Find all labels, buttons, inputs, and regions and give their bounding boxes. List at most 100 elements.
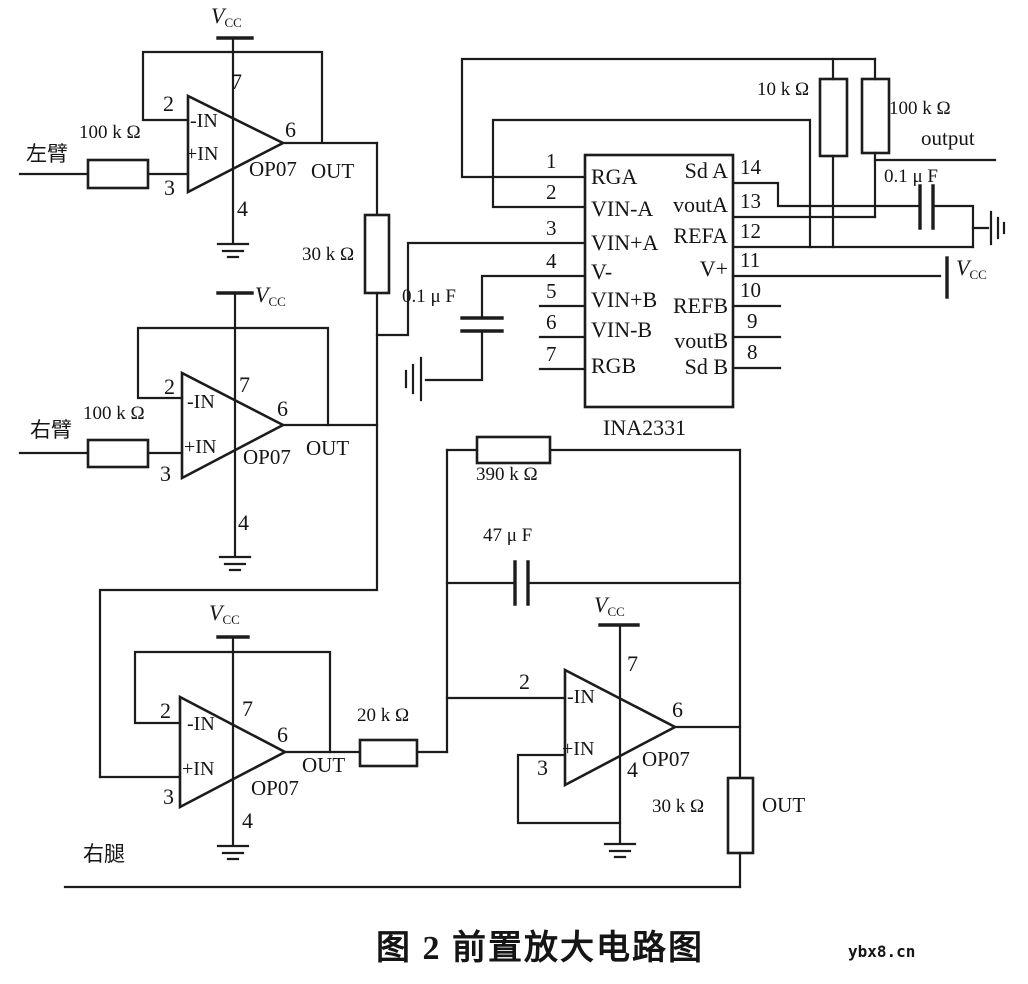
ina-pin-label: V+: [699, 256, 728, 281]
amp1-pin2: 2: [163, 91, 174, 116]
amp2-noninverting-label: +IN: [184, 436, 217, 458]
amp2-part-label: OP07: [243, 445, 291, 469]
opamp2-circuit: [18, 291, 379, 572]
vcc-v: V: [594, 592, 608, 617]
amp1-pin3: 3: [164, 175, 175, 200]
amp2-pin4: 4: [238, 510, 249, 535]
pin8-9-10-stubs: [731, 304, 782, 370]
ina-pin-label: RGA: [591, 164, 638, 189]
ina-pin-number: 7: [546, 342, 557, 366]
pin1-wire: [460, 57, 877, 179]
amp1-pin4: 4: [237, 196, 248, 221]
ina-pin-number: 10: [740, 278, 761, 302]
amp1-inverting-label: -IN: [190, 110, 218, 132]
ina-pin-number: 5: [546, 279, 557, 303]
ina2331-chip: [404, 57, 1006, 409]
amp1-noninverting-label: +IN: [186, 143, 219, 165]
feedback-network: [445, 435, 742, 606]
resistor: [86, 438, 150, 469]
ina-pin-label: VIN-B: [591, 317, 653, 342]
interstage-wiring: [98, 141, 587, 779]
vcc-sub: CC: [224, 15, 242, 30]
ina-pin-number: 1: [546, 149, 557, 173]
capacitor-icon: [460, 316, 504, 333]
vminus-capacitor-label: 0.1 μ F: [402, 286, 457, 307]
ina-pin-number: 14: [740, 155, 761, 179]
amp3-pin3: 3: [163, 784, 174, 809]
amp3-noninverting-label: +IN: [182, 758, 215, 780]
ina-pin-label: VIN+A: [591, 230, 659, 255]
ina-r10k-label: 10 k Ω: [757, 79, 810, 100]
amp3-series-resistor-label: 20 k Ω: [357, 705, 410, 726]
opamp3-circuit: [63, 635, 742, 889]
ina-pin-number: 13: [740, 189, 761, 213]
opamp-triangle: [178, 694, 288, 810]
ground-icon: [603, 842, 637, 859]
vcc-sub: CC: [222, 612, 240, 627]
opamp-triangle: [563, 667, 678, 788]
resistor: [363, 213, 391, 295]
ina-r100k-label: 100 k Ω: [889, 98, 951, 119]
amp4-pin2: 2: [519, 669, 530, 694]
ina-pin-label: REFA: [673, 223, 728, 248]
pin5-6-7-stubs: [538, 304, 587, 371]
vcc-label: VCC: [594, 592, 625, 619]
vcc-v: V: [209, 600, 223, 625]
capacitor-icon: [513, 560, 530, 606]
ina-pin-number: 8: [747, 340, 758, 364]
amp4-out-label: OUT: [762, 793, 806, 817]
amp2-pin6: 6: [277, 396, 288, 421]
ina-pin-label: voutB: [674, 328, 728, 353]
feedback-wire: [141, 50, 324, 144]
vcc-sub: CC: [607, 604, 625, 619]
ground-icon: [216, 242, 250, 259]
chip-body: [583, 153, 735, 409]
resistor: [818, 77, 849, 158]
ina-pin-label: VIN-A: [591, 196, 654, 221]
vcc-label: VCC: [209, 600, 240, 627]
noninverting-loop-wire: [516, 753, 622, 825]
amp1-input-label: 左臂: [26, 142, 68, 166]
feedback-resistor-label: 390 k Ω: [476, 464, 538, 485]
vin-a-plus-wire: [375, 241, 587, 337]
ina-pin-number: 9: [747, 309, 758, 333]
opamp-triangle: [180, 370, 286, 481]
amp3-out-label: OUT: [302, 753, 346, 777]
resistor: [726, 776, 755, 855]
amp4-pin6: 6: [672, 697, 683, 722]
ina-part-label: INA2331: [603, 415, 687, 440]
ina-output-label: output: [921, 126, 975, 150]
ina-pin-number: 11: [740, 248, 761, 272]
feedback-wire: [133, 650, 332, 754]
ina-capacitor-label: 0.1 μ F: [884, 166, 939, 187]
pin2-wire: [491, 118, 812, 249]
amp1-part-label: OP07: [249, 157, 297, 181]
pin4-wire: [424, 274, 587, 382]
amp4-load-resistor-label: 30 k Ω: [652, 796, 705, 817]
amp4-part-label: OP07: [642, 747, 690, 771]
vcc-label: VCC: [956, 257, 987, 282]
ina-pin-label: V-: [591, 259, 613, 284]
amp4-pin7: 7: [627, 651, 638, 676]
vcc-v: V: [255, 282, 269, 307]
amp2-pin3: 3: [160, 461, 171, 486]
amp4-pin4: 4: [627, 757, 638, 782]
amp4-pin3: 3: [537, 755, 548, 780]
ina-pin-label: voutA: [673, 192, 728, 217]
amp4-noninverting-label: +IN: [562, 738, 595, 760]
capacitor-icon: [918, 184, 935, 230]
ina-pin-number: 3: [546, 216, 557, 240]
vcc-v: V: [211, 3, 225, 28]
amp4-inverting-label: -IN: [567, 686, 595, 708]
amp3-pin6: 6: [277, 722, 288, 747]
vcc-label: VCC: [255, 282, 286, 309]
vcc-sub: CC: [268, 294, 286, 309]
feedback-wire: [136, 326, 330, 427]
amp3-pin2: 2: [160, 698, 171, 723]
amp3-pin4: 4: [242, 808, 253, 833]
ina-pin-label: Sd B: [684, 354, 728, 379]
ina-pin-number: 2: [546, 180, 557, 204]
ina-pin-number: 6: [546, 310, 557, 334]
amp2-out-label: OUT: [306, 436, 350, 460]
